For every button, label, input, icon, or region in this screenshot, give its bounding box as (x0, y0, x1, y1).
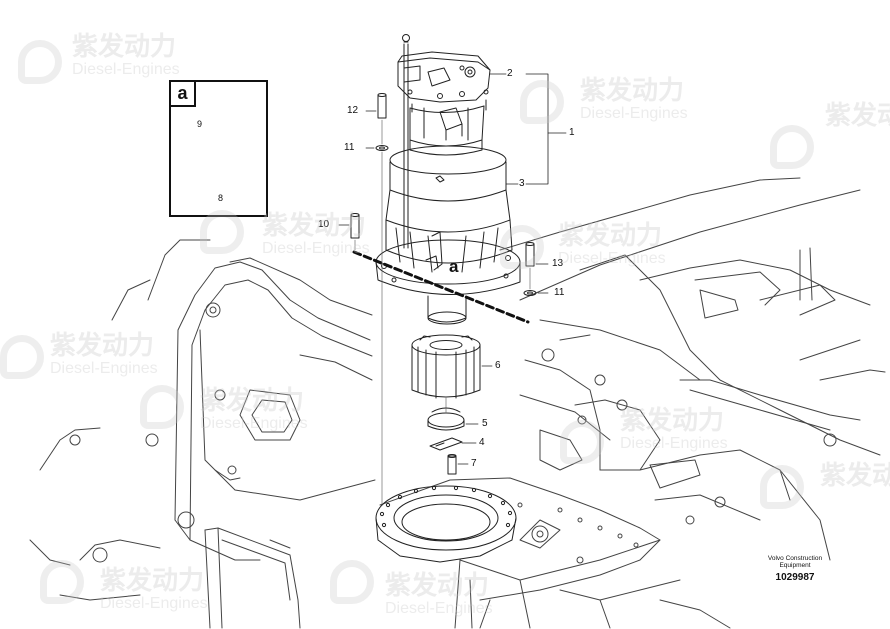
assembly-center-lines (354, 119, 531, 506)
callout-6: 6 (495, 360, 501, 371)
bolt-13 (525, 242, 535, 267)
callout-12: 12 (347, 105, 359, 116)
motor-mounting-flange (375, 239, 521, 325)
callout-11-upper: 11 (344, 142, 355, 153)
callout-11-right: 11 (554, 287, 565, 298)
detail-view-letter: a (171, 82, 196, 107)
frame-left-arm (29, 239, 373, 601)
callout-10: 10 (318, 219, 330, 230)
frame-right-structure (499, 177, 886, 561)
detail-view-a: a 9 8 (169, 80, 268, 217)
callout-13: 13 (552, 258, 564, 269)
callout-5: 5 (482, 418, 488, 429)
part-number: 1029987 (775, 572, 815, 583)
frame-lower-platform (379, 477, 731, 629)
section-cut-line (352, 250, 530, 324)
frame-side-plate (199, 329, 376, 501)
callout-9: 9 (197, 119, 203, 129)
washer-11-right (523, 290, 537, 296)
swing-motor-hydraulic-section (409, 105, 485, 147)
callout-7: 7 (471, 458, 477, 469)
drawing-footer: Volvo Construction Equipment 1029987 (740, 555, 850, 583)
callout-8: 8 (218, 193, 224, 203)
swing-bearing-ring (375, 485, 517, 563)
callout-1: 1 (569, 127, 575, 138)
section-view-letter: a (449, 257, 459, 276)
lock-plate (429, 437, 463, 451)
swing-motor-valve-block (397, 51, 491, 113)
bolt-10 (350, 213, 360, 239)
callout-3: 3 (519, 178, 525, 189)
frame-bracket-bottom (204, 527, 301, 629)
brand-line-2: Equipment (779, 562, 811, 569)
bolt-12 (377, 93, 387, 119)
reduction-gear-housing (385, 139, 513, 273)
washer-11-upper (375, 145, 389, 151)
pinion-gear (411, 334, 481, 399)
leader-lines (338, 73, 567, 465)
callout-4: 4 (479, 437, 485, 448)
callout-2: 2 (507, 68, 513, 79)
brand-line-1: Volvo Construction (767, 555, 823, 562)
swing-motor-dipstick (402, 34, 410, 249)
screw-7 (447, 454, 457, 475)
